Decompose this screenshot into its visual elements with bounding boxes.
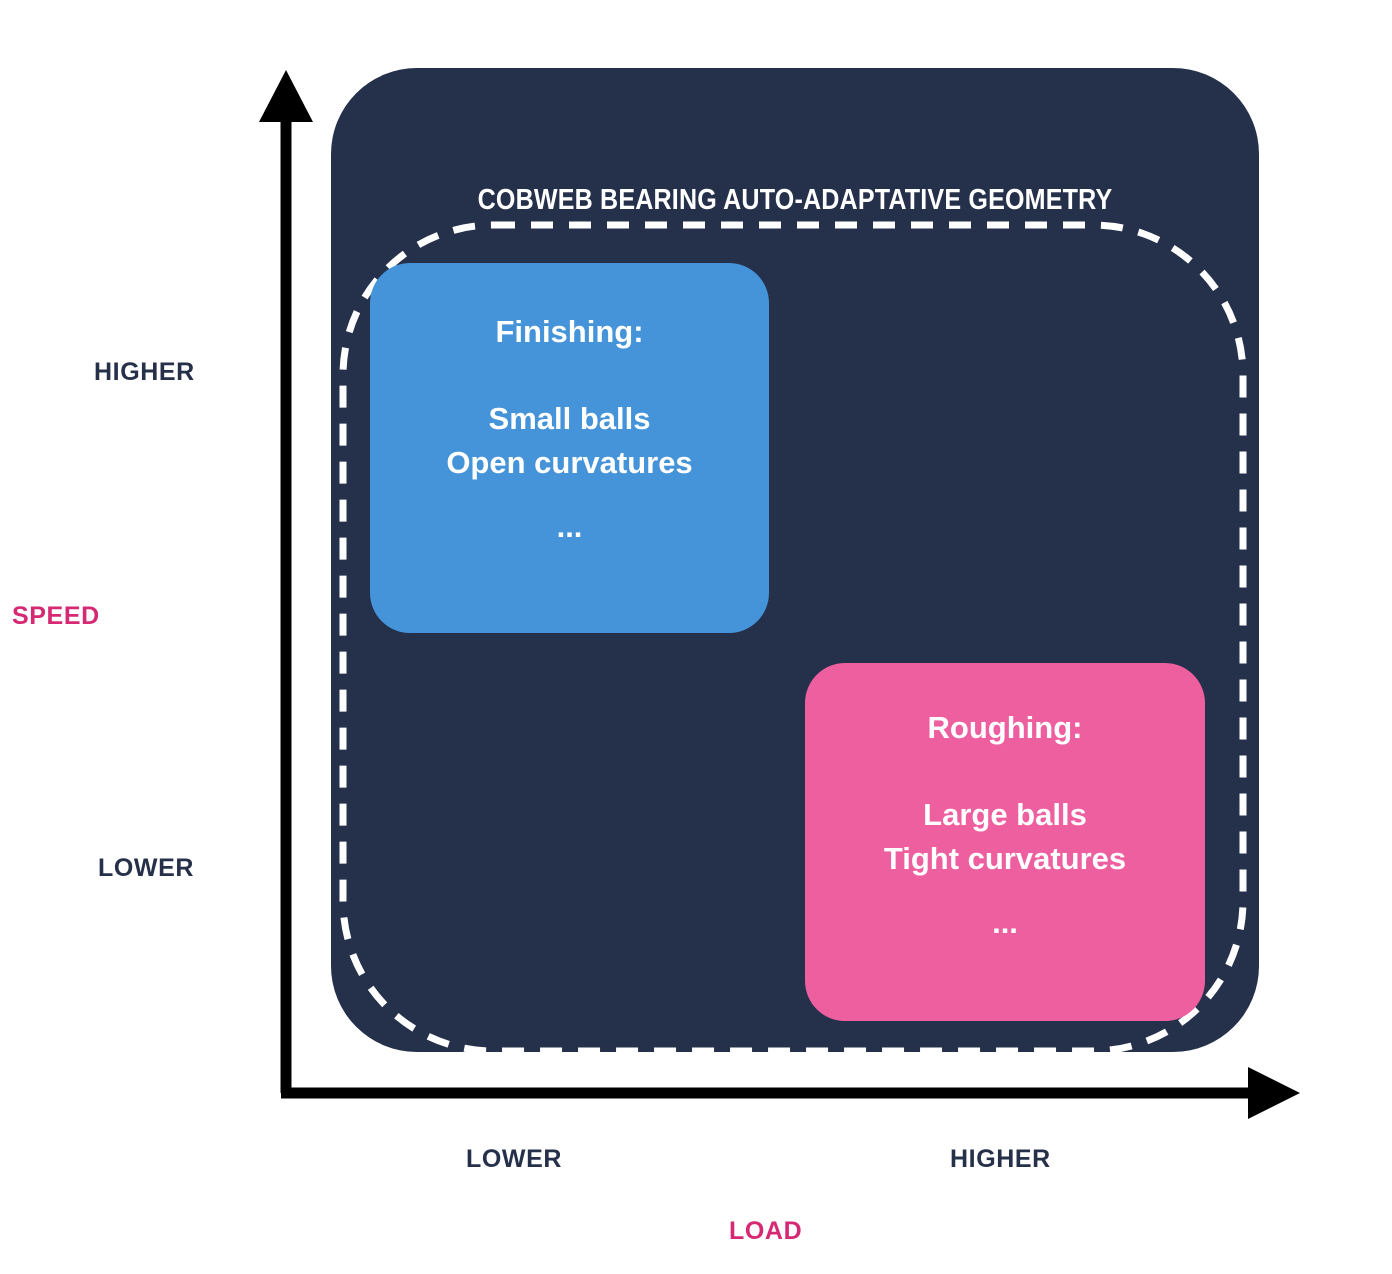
card-roughing-line-2: Tight curvatures	[883, 841, 1127, 877]
card-finishing-line-2: Open curvatures	[446, 445, 693, 481]
card-roughing-lines: Large balls Tight curvatures	[884, 793, 1126, 881]
x-axis-title: LOAD	[729, 1217, 803, 1245]
card-finishing-heading: Finishing:	[495, 314, 644, 349]
card-finishing-ellipsis: ...	[556, 509, 583, 545]
y-axis-label-lower: LOWER	[98, 854, 195, 882]
card-finishing[interactable]: Finishing: Small balls Open curvatures .…	[370, 263, 769, 633]
card-roughing-line-1: Large balls	[923, 797, 1087, 833]
y-axis-label-higher: HIGHER	[94, 358, 195, 386]
y-axis-title: SPEED	[12, 602, 100, 630]
x-axis-label-lower: LOWER	[466, 1145, 563, 1173]
y-axis-arrowhead	[259, 70, 313, 122]
card-finishing-lines: Small balls Open curvatures	[446, 397, 692, 485]
card-roughing[interactable]: Roughing: Large balls Tight curvatures .…	[805, 663, 1205, 1021]
card-roughing-heading: Roughing:	[927, 710, 1083, 745]
card-roughing-ellipsis: ...	[992, 905, 1018, 941]
card-finishing-line-1: Small balls	[488, 401, 651, 437]
x-axis-arrowhead	[1248, 1067, 1300, 1119]
page-title: COBWEB BEARING AUTO-ADAPTATIVE GEOMETRY	[477, 184, 1113, 216]
x-axis-label-higher: HIGHER	[950, 1145, 1051, 1173]
